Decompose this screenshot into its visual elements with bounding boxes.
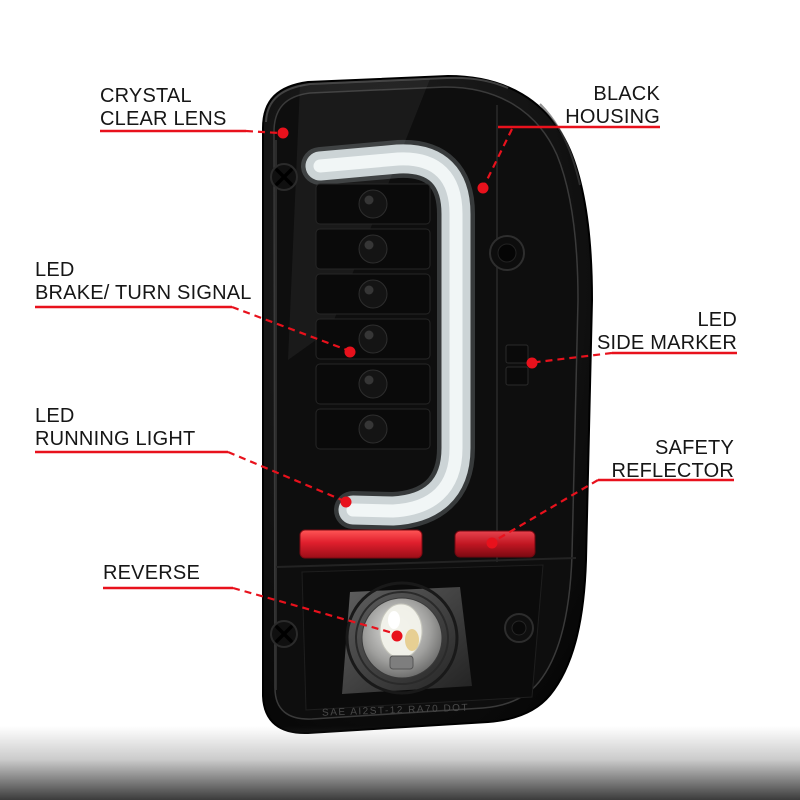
molded-text: SAE AI2ST-12 RA70 DOT: [322, 703, 469, 719]
callout-reverse: REVERSE: [103, 562, 200, 585]
leader-reverse: [232, 586, 394, 635]
reflector-strip-left: [299, 529, 423, 559]
callout-line: REFLECTOR: [611, 460, 734, 482]
reverse-light: [301, 564, 544, 711]
leader-black-housing: [484, 128, 513, 185]
led-module: [315, 363, 431, 405]
leader-led-brake-turn: [231, 305, 348, 352]
callout-black-housing: BLACK HOUSING: [498, 83, 660, 129]
dot-led-running-light: [340, 496, 352, 508]
callout-crystal-clear-lens: CRYSTAL CLEAR LENS: [100, 85, 227, 131]
leader-led-running-light: [227, 450, 343, 502]
callout-led-brake-turn-signal: LED BRAKE/ TURN SIGNAL: [35, 259, 252, 305]
led-module: [315, 228, 431, 270]
callout-line: LED: [35, 405, 75, 427]
leader-led-side-marker: [536, 351, 613, 364]
screw: [504, 613, 534, 643]
bulb-port: [489, 235, 525, 271]
callout-line: LED: [697, 309, 737, 331]
top-rim-highlight: [265, 76, 509, 123]
callout-led-side-marker: LED SIDE MARKER: [587, 309, 737, 355]
callout-line: HOUSING: [565, 106, 660, 128]
callout-line: CLEAR LENS: [100, 108, 227, 130]
callout-line: BRAKE/ TURN SIGNAL: [35, 282, 252, 304]
dot-safety-reflector: [486, 537, 498, 549]
led-running-light-bar: [301, 139, 475, 530]
leader-safety-reflector: [495, 479, 599, 541]
callout-line: CRYSTAL: [100, 85, 192, 107]
callout-led-running-light: LED RUNNING LIGHT: [35, 405, 195, 451]
dot-crystal-clear-lens: [277, 127, 289, 139]
callout-safety-reflector: SAFETY REFLECTOR: [584, 437, 734, 483]
leader-crystal-clear-lens: [245, 129, 280, 135]
callout-line: REVERSE: [103, 562, 200, 584]
dot-reverse: [391, 630, 403, 642]
right-rim-highlight: [539, 103, 581, 186]
callout-line: SIDE MARKER: [596, 332, 737, 354]
dot-led-side-marker: [526, 357, 538, 369]
mounting-screws: [270, 163, 534, 648]
screw: [270, 620, 298, 648]
led-module: [315, 273, 431, 315]
callout-line: LED: [35, 259, 75, 281]
callout-line: BLACK: [593, 83, 660, 105]
callout-line: SAFETY: [655, 437, 734, 459]
led-module: [315, 318, 431, 360]
lens-seam-horizontal: [275, 557, 577, 568]
floor-shadow: [0, 726, 800, 800]
callout-line: RUNNING LIGHT: [35, 428, 196, 450]
dot-led-brake-turn: [344, 346, 356, 358]
led-module: [315, 183, 431, 225]
callout-leaders: [35, 125, 737, 642]
led-side-marker: [505, 344, 529, 386]
screw: [270, 163, 298, 191]
dot-black-housing: [477, 182, 489, 194]
led-module: [315, 408, 431, 450]
